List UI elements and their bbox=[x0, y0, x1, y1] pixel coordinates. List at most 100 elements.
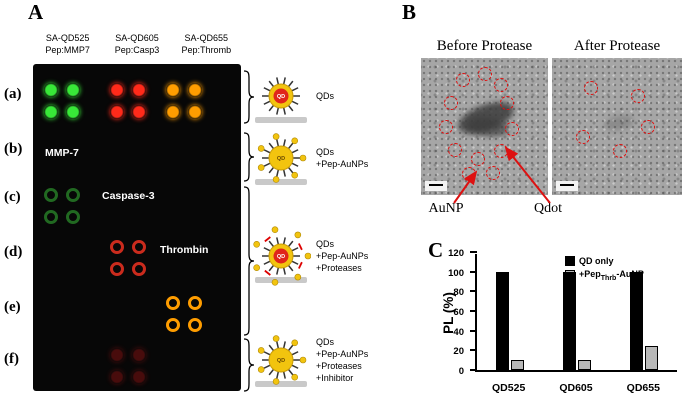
qd-spot bbox=[188, 318, 202, 332]
y-tick-mark bbox=[470, 310, 477, 312]
y-tick-label: 120 bbox=[448, 248, 464, 259]
bar-qd655-qd-only bbox=[629, 271, 643, 370]
bar-qd525-with-aunp bbox=[511, 360, 525, 370]
qd-schematic-icon: QD bbox=[251, 128, 311, 188]
aunp-label: AuNP bbox=[428, 201, 464, 216]
aunp-marker-circle bbox=[641, 119, 656, 134]
panel-c-label: C bbox=[428, 238, 444, 262]
x-category-label: QD525 bbox=[492, 382, 526, 394]
row-label: (b) bbox=[4, 141, 23, 157]
y-tick-label: 40 bbox=[453, 326, 464, 338]
aunp-marker-circle bbox=[630, 89, 645, 104]
svg-text:QD: QD bbox=[277, 156, 285, 162]
bar-qd605-with-aunp bbox=[578, 360, 591, 370]
y-tick-label: 20 bbox=[453, 346, 464, 358]
svg-text:QD: QD bbox=[277, 254, 285, 260]
qd-spot bbox=[132, 348, 146, 362]
y-axis-ticks: 0 20 40 60 80 100 120 bbox=[430, 248, 472, 377]
row-label: (a) bbox=[4, 86, 22, 102]
qd-spot bbox=[44, 83, 58, 97]
bar-group-qd605 bbox=[544, 271, 611, 370]
column-header-qd525: SA-QD525 Pep:MMP7 bbox=[33, 33, 102, 56]
aunp-marker-circle bbox=[612, 144, 627, 159]
qd-spot bbox=[44, 105, 58, 119]
bar-group-qd655 bbox=[610, 271, 677, 370]
y-tick-label: 80 bbox=[453, 287, 464, 299]
qd-spot bbox=[188, 83, 202, 97]
schematic-label: QDs+Pep-AuNPs+Proteases bbox=[316, 239, 369, 274]
braces bbox=[242, 0, 256, 404]
tem-after bbox=[552, 58, 682, 195]
y-tick-label: 60 bbox=[453, 307, 464, 318]
row-label: (c) bbox=[4, 189, 21, 205]
x-axis-labels: QD525 QD605 QD655 bbox=[475, 382, 677, 394]
qd-schematic-icon: QD bbox=[251, 330, 311, 390]
qd-schematic-icon: QD bbox=[251, 66, 311, 126]
qd-spot bbox=[166, 105, 180, 119]
schematic-label: QDs bbox=[316, 91, 334, 101]
bar-qd525-qd-only bbox=[496, 271, 510, 370]
qd-schematic-icon: QD bbox=[251, 226, 312, 286]
brace bbox=[243, 338, 255, 392]
qd-spot bbox=[110, 262, 124, 276]
qd-spot bbox=[188, 296, 202, 310]
aunp-marker-circle bbox=[486, 166, 501, 181]
qd-spot bbox=[66, 210, 80, 224]
qd-spot bbox=[132, 240, 146, 254]
legend-swatch bbox=[565, 256, 575, 266]
qd-spot bbox=[66, 188, 80, 202]
column-header-line: SA-QD655 bbox=[184, 33, 229, 43]
aunp-marker-circle bbox=[462, 167, 477, 182]
row-label: (f) bbox=[4, 351, 19, 367]
qd-spot bbox=[166, 318, 180, 332]
legend-label: QD only bbox=[579, 256, 614, 266]
y-tick-mark bbox=[470, 290, 477, 293]
svg-text:QD: QD bbox=[277, 358, 285, 364]
column-header-qd655: SA-QD655 Pep:Thromb bbox=[172, 33, 241, 56]
qd-spot bbox=[110, 240, 124, 254]
qd-spot bbox=[44, 188, 58, 202]
qd-spot bbox=[132, 105, 146, 119]
column-header-line: Pep:Thromb bbox=[181, 44, 232, 55]
aunp-marker-circle bbox=[584, 81, 598, 96]
row-labels: (a) (b) (c) (d) (e) (f) bbox=[0, 0, 33, 404]
y-tick-label: 0 bbox=[458, 366, 464, 377]
scale-bar bbox=[556, 181, 578, 191]
column-header-line: Pep:MMP7 bbox=[45, 44, 90, 55]
protease-label: Thrombin bbox=[160, 244, 209, 256]
aunp-marker-circle bbox=[448, 142, 463, 157]
row-label: (e) bbox=[4, 299, 21, 315]
aunp-marker-circle bbox=[444, 96, 459, 111]
legend-item: QD only bbox=[565, 256, 644, 266]
bar-groups bbox=[477, 254, 677, 370]
column-header-line: SA-QD525 bbox=[45, 33, 90, 43]
aunp-marker-circle bbox=[477, 67, 492, 82]
bar-group-qd525 bbox=[477, 271, 544, 370]
row-label: (d) bbox=[4, 244, 23, 260]
panel-a-label: A bbox=[28, 0, 44, 24]
after-protease-title: After Protease bbox=[573, 38, 661, 54]
array-column-headers: SA-QD525 Pep:MMP7 SA-QD605 Pep:Casp3 SA-… bbox=[33, 33, 241, 56]
brace bbox=[243, 70, 255, 124]
aunp-marker-circle bbox=[505, 122, 520, 137]
schematic-label: QDs+Pep-AuNPs bbox=[316, 147, 369, 170]
panel-b-label: B bbox=[402, 0, 417, 24]
column-header-qd605: SA-QD605 Pep:Casp3 bbox=[102, 33, 171, 56]
qd-spot bbox=[66, 105, 80, 119]
aunp-marker-circle bbox=[500, 96, 515, 111]
bar-qd605-qd-only bbox=[563, 271, 576, 370]
aunp-marker-circle bbox=[494, 78, 508, 93]
x-category-label: QD655 bbox=[626, 382, 660, 394]
column-header-line: SA-QD605 bbox=[115, 33, 159, 43]
qd-spot bbox=[110, 370, 124, 384]
qdot-aggregate-faint bbox=[602, 112, 636, 133]
qd-spot bbox=[132, 262, 146, 276]
y-tick-label: 100 bbox=[448, 267, 464, 279]
chart-plot: QD only+PepThrb-AuNP bbox=[470, 251, 677, 372]
aunp-marker-circle bbox=[439, 119, 454, 134]
x-category-label: QD605 bbox=[559, 382, 593, 394]
protease-label: Caspase-3 bbox=[102, 190, 155, 202]
